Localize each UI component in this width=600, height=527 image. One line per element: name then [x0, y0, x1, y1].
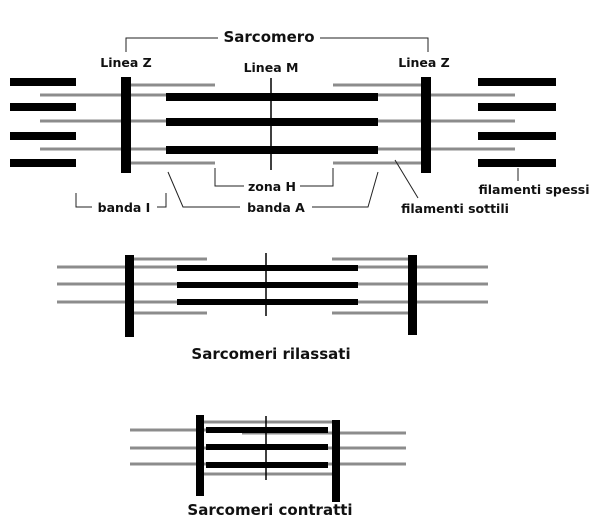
zona-h-bracket [214, 168, 334, 187]
linea-m-label: Linea M [244, 60, 299, 75]
neighbor-thick-filaments-right [478, 78, 556, 167]
banda-i-label: banda I [98, 200, 151, 215]
filamenti-spessi-label: filamenti spessi [478, 182, 589, 197]
zona-h-label: zona H [248, 179, 296, 194]
filamenti-sottili-pointer [394, 159, 419, 199]
labeled-sarcomere: Sarcomero Linea Z Linea M Linea Z [10, 28, 590, 216]
sarcomero-label: Sarcomero [223, 28, 314, 46]
sarcomeri-rilassati-label: Sarcomeri rilassati [191, 345, 350, 363]
central-thick-filaments [166, 93, 378, 154]
z-disc-right [408, 255, 417, 335]
banda-a-bracket [167, 171, 379, 208]
z-disc-left [125, 255, 134, 337]
sarcomeri-contratti-label: Sarcomeri contratti [187, 501, 352, 519]
contracted-sarcomere: Sarcomeri contratti [130, 415, 406, 519]
banda-i-bracket [75, 193, 167, 208]
linea-z-right-label: Linea Z [398, 55, 449, 70]
thick-filaments-contracted [206, 427, 328, 468]
linea-z-left-label: Linea Z [100, 55, 151, 70]
neighbor-thick-filaments-left [10, 78, 76, 167]
z-disc-right [421, 77, 431, 173]
filamenti-sottili-label: filamenti sottili [401, 201, 509, 216]
sarcomero-bracket [125, 37, 429, 52]
relaxed-sarcomere: Sarcomeri rilassati [57, 253, 488, 363]
z-disc-right [332, 420, 340, 502]
banda-a-label: banda A [247, 200, 305, 215]
z-disc-left [121, 77, 131, 173]
thick-filaments-relaxed [177, 265, 358, 305]
z-disc-left [196, 415, 204, 496]
